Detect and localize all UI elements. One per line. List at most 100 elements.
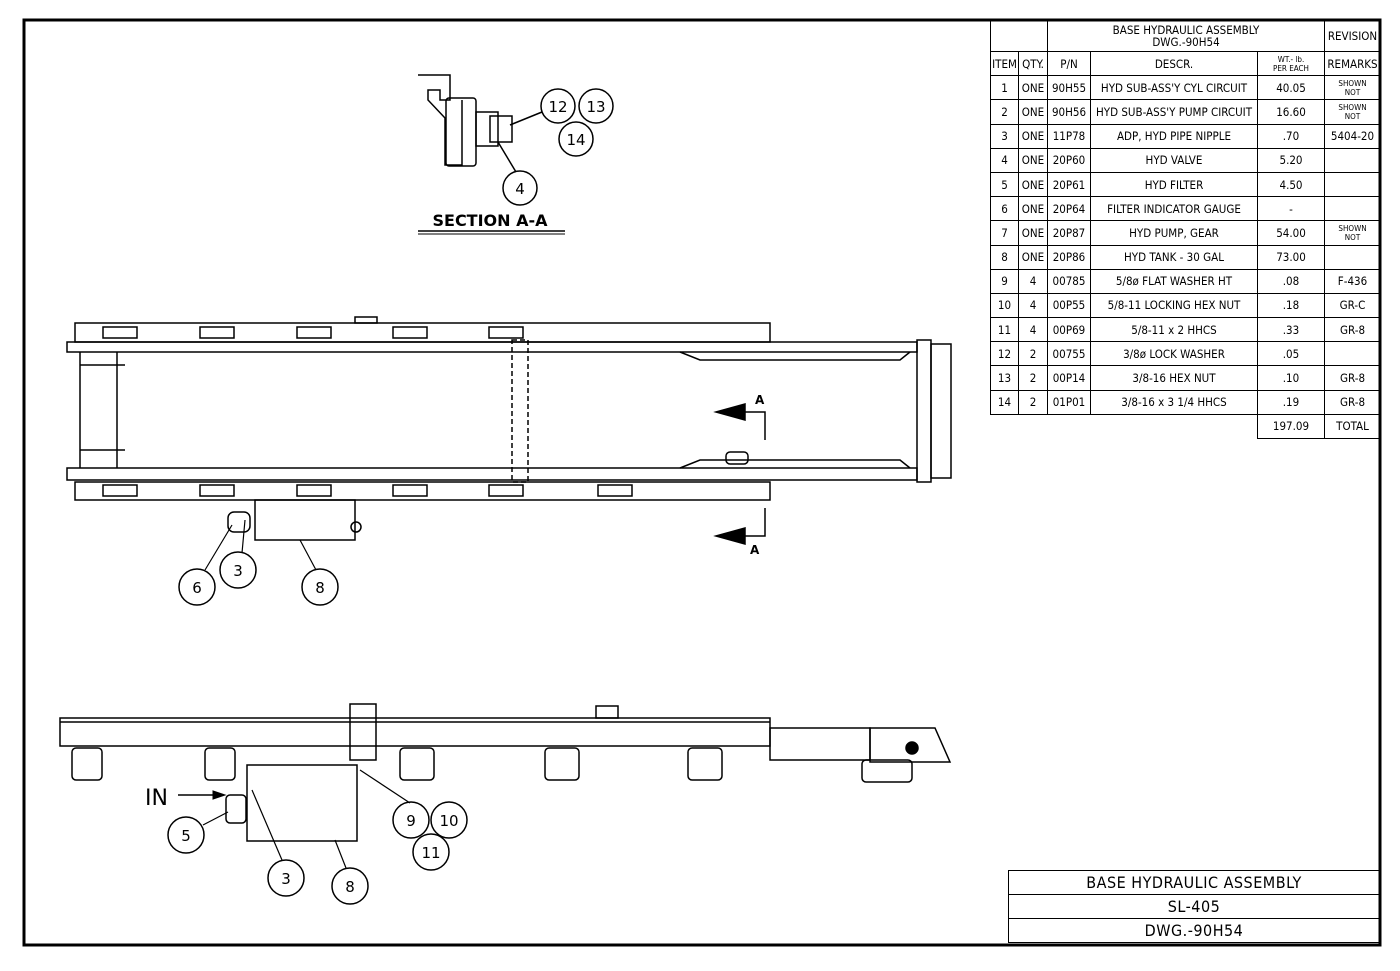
frame-slots [102, 326, 633, 497]
bom-cell-pn: 20P60 [1047, 147, 1091, 173]
bom-cell-wt: .05 [1257, 341, 1325, 367]
svg-text:11: 11 [421, 844, 440, 862]
bom-cell-descr: FILTER INDICATOR GAUGE [1090, 196, 1258, 222]
bom-cell-descr: 3/8ø LOCK WASHER [1090, 341, 1258, 367]
bom-cell-remarks [1324, 341, 1381, 367]
bom-cell-qty: ONE [1018, 244, 1048, 270]
balloon-3: 3 [219, 551, 257, 589]
svg-text:A: A [755, 393, 765, 407]
inlet-arrow: IN [145, 786, 227, 811]
bom-cell-qty: 2 [1018, 341, 1048, 367]
bom-cell-item: 12 [990, 341, 1019, 367]
title-block-model: SL-405 [1008, 894, 1380, 919]
balloon-8: 8 [301, 568, 339, 606]
bom-cell-remarks [1324, 244, 1381, 270]
header-weight: WT.- lb.PER EACH [1257, 50, 1325, 77]
bom-cell-pn: 20P64 [1047, 196, 1091, 222]
balloon-14: 14 [558, 121, 594, 157]
bom-cell-qty: ONE [1018, 171, 1048, 198]
bom-cell-wt: .08 [1257, 268, 1325, 294]
bom-cell-item: 3 [990, 123, 1019, 149]
bom-cell-descr: 5/8-11 x 2 HHCS [1090, 317, 1258, 343]
total-weight: 197.09 [1257, 413, 1325, 440]
bom-cell-item: 10 [990, 292, 1019, 319]
balloon-11: 11 [412, 833, 450, 871]
svg-text:IN: IN [145, 786, 168, 811]
section-cut-markers: A A [713, 393, 766, 557]
svg-text:8: 8 [345, 878, 355, 896]
sheet-border [22, 18, 1382, 947]
header-item: ITEM [990, 50, 1019, 77]
bom-cell-pn: 00755 [1047, 341, 1091, 367]
bom-cell-qty: ONE [1018, 147, 1048, 173]
title-block: BASE HYDRAULIC ASSEMBLY SL-405 DWG.-90H5… [1008, 870, 1380, 943]
total-label: TOTAL [1324, 413, 1381, 440]
bom-cell-remarks: GR-8 [1324, 365, 1381, 391]
header-qty: QTY. [1018, 50, 1048, 77]
bom-cell-wt: 73.00 [1257, 244, 1325, 270]
bom-cell-item: 8 [990, 244, 1019, 270]
bom-cell-descr: HYD SUB-ASS'Y PUMP CIRCUIT [1090, 99, 1258, 125]
bom-cell-remarks [1324, 196, 1381, 222]
bom-cell-wt: 5.20 [1257, 147, 1325, 173]
bom-cell-pn: 90H56 [1047, 99, 1091, 125]
bom-cell-qty: ONE [1018, 123, 1048, 149]
bom-cell-descr: HYD TANK - 30 GAL [1090, 244, 1258, 270]
bom-cell-item: 14 [990, 389, 1019, 415]
balloon-5: 5 [167, 816, 205, 854]
bom-cell-item: 4 [990, 147, 1019, 173]
revision-header: REVISION [1324, 20, 1381, 52]
bom-cell-descr: 3/8-16 HEX NUT [1090, 365, 1258, 391]
bom-cell-descr: HYD FILTER [1090, 171, 1258, 198]
header-descr: DESCR. [1090, 50, 1258, 77]
svg-text:13: 13 [586, 98, 605, 116]
balloon-12: 12 [540, 88, 576, 124]
svg-text:9: 9 [406, 812, 416, 830]
bom-cell-qty: ONE [1018, 99, 1048, 125]
balloon-3-side: 3 [267, 859, 305, 897]
section-a-a-view [418, 74, 543, 173]
title-block-drawing: DWG.-90H54 [1008, 918, 1380, 943]
bom-cell-wt: .33 [1257, 317, 1325, 343]
bom-cell-wt: .10 [1257, 365, 1325, 391]
bom-cell-pn: 01P01 [1047, 389, 1091, 415]
side-view-frame [59, 703, 952, 842]
bom-cell-wt: .19 [1257, 389, 1325, 415]
bom-cell-wt: 16.60 [1257, 99, 1325, 125]
svg-text:10: 10 [439, 812, 458, 830]
bom-cell-item: 6 [990, 196, 1019, 222]
bom-cell-qty: ONE [1018, 75, 1048, 101]
balloon-13: 13 [578, 88, 614, 124]
bom-cell-pn: 11P78 [1047, 123, 1091, 149]
bom-cell-pn: 20P61 [1047, 171, 1091, 198]
bom-cell-remarks: GR-C [1324, 292, 1381, 319]
bom-cell-item: 13 [990, 365, 1019, 391]
svg-text:8: 8 [315, 579, 325, 597]
bom-cell-qty: ONE [1018, 196, 1048, 222]
balloon-4: 4 [502, 170, 538, 206]
bom-cell-descr: HYD SUB-ASS'Y CYL CIRCUIT [1090, 75, 1258, 101]
bom-cell-wt: 40.05 [1257, 75, 1325, 101]
bom-cell-descr: 3/8-16 x 3 1/4 HHCS [1090, 389, 1258, 415]
svg-text:5: 5 [181, 827, 191, 845]
bom-cell-remarks: GR-8 [1324, 317, 1381, 343]
bom-cell-pn: 20P86 [1047, 244, 1091, 270]
bom-cell-remarks: F-436 [1324, 268, 1381, 294]
bom-cell-descr: HYD PUMP, GEAR [1090, 220, 1258, 246]
bom-cell-wt: .70 [1257, 123, 1325, 149]
bom-cell-qty: 2 [1018, 389, 1048, 415]
bom-cell-pn: 00P14 [1047, 365, 1091, 391]
svg-text:12: 12 [548, 98, 567, 116]
bom-cell-pn: 00P55 [1047, 292, 1091, 319]
